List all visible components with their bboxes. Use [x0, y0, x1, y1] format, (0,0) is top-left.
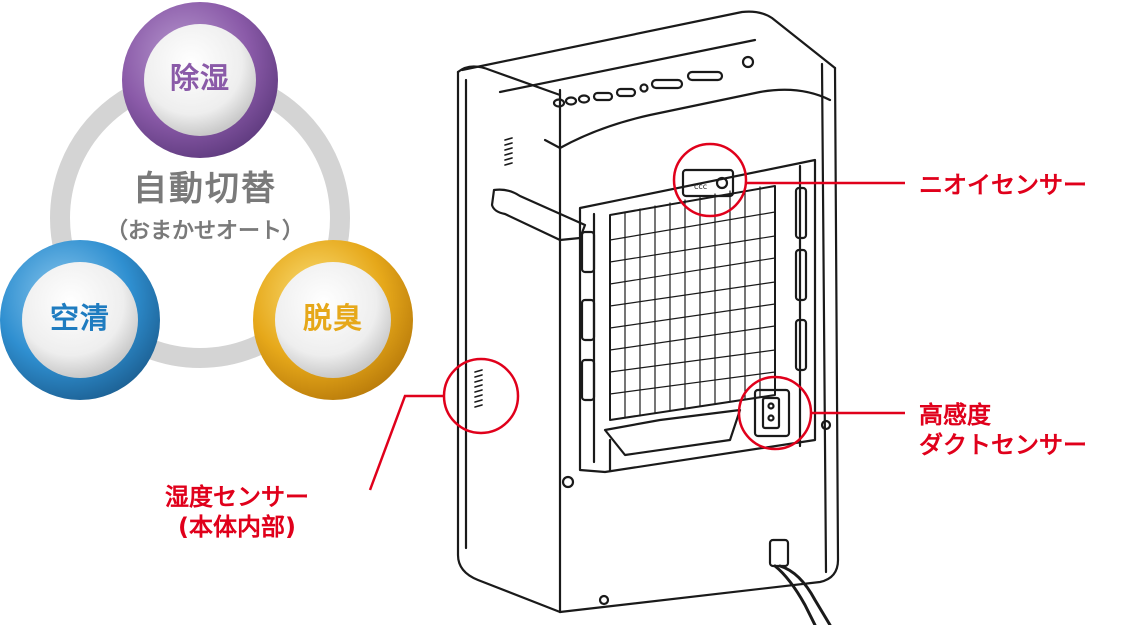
center-title: 自動切替: [133, 169, 277, 209]
mode-cycle: 除湿 空清 脱臭 自動切替 （おまかせオート）: [0, 2, 413, 400]
filter-grid: [609, 185, 776, 421]
humidity-sensor-callout: 湿度センサー (本体内部): [165, 482, 309, 542]
mode-air-purify-label: 空清: [50, 301, 110, 335]
duct-sensor-callout: 高感度 ダクトセンサー: [919, 400, 1087, 460]
mode-air-purify-badge: 空清: [0, 240, 160, 400]
dehumidifier-illustration: ccc: [456, 10, 840, 625]
odor-sensor-marker: [672, 142, 748, 218]
humidity-sensor-label-line2: (本体内部): [178, 513, 296, 541]
side-vent-lower: [474, 369, 483, 408]
humidity-sensor-leader: [368, 394, 444, 491]
duct-sensor-label-line2: ダクトセンサー: [919, 431, 1087, 459]
odor-sensor-callout: ニオイセンサー: [919, 170, 1087, 200]
center-subtitle: （おまかせオート）: [106, 219, 304, 244]
mode-deodorize-badge: 脱臭: [253, 240, 413, 400]
mode-deodorize-label: 脱臭: [303, 301, 363, 335]
mode-dehumidify-label: 除湿: [170, 61, 230, 95]
duct-sensor-label-line1: 高感度: [919, 401, 991, 429]
svg-text:ccc: ccc: [694, 182, 707, 191]
callout-graphics: [368, 142, 905, 491]
odor-sensor-label: ニオイセンサー: [919, 171, 1087, 199]
humidity-sensor-label-line1: 湿度センサー: [165, 483, 309, 511]
side-vent-upper: [504, 137, 513, 166]
mode-dehumidify-badge: 除湿: [122, 2, 278, 158]
